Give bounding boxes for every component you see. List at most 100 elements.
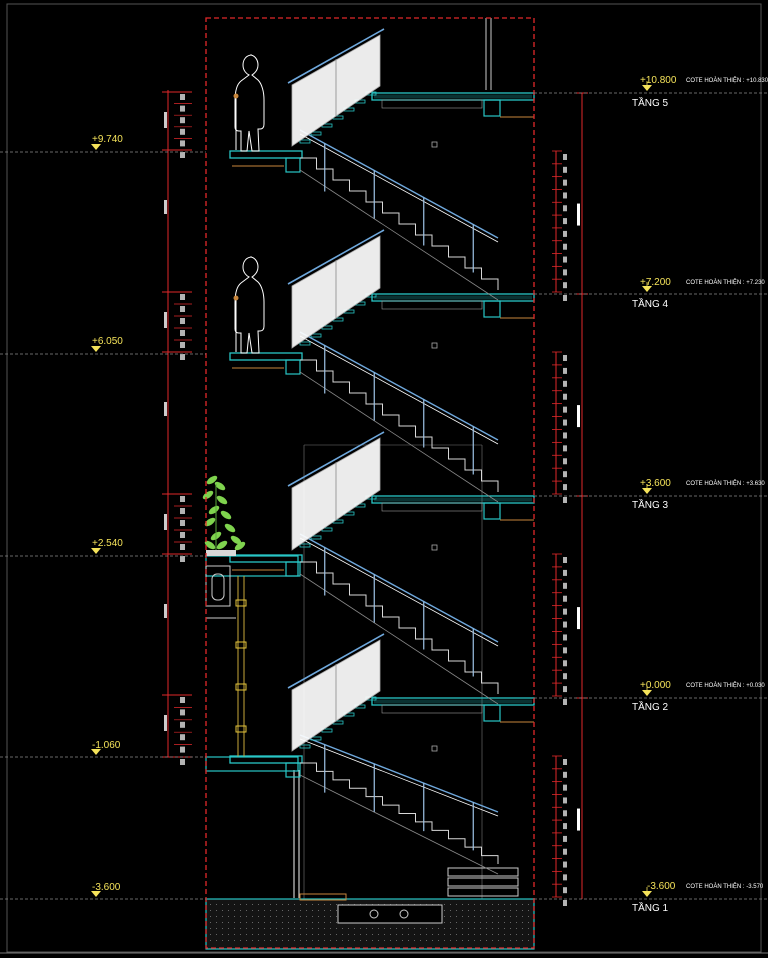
ground-hatch-dot	[360, 940, 361, 941]
ground-hatch-dot	[474, 922, 475, 923]
ground-hatch-dot	[462, 916, 463, 917]
ground-hatch-dot	[474, 910, 475, 911]
ground-hatch-dot	[480, 910, 481, 911]
riser-dim-text	[180, 152, 185, 158]
ground-hatch-dot	[504, 916, 505, 917]
riser-dim-text	[563, 810, 567, 817]
riser-dim-text	[180, 294, 185, 300]
left-level-elevation: +9.740	[92, 134, 123, 145]
landing-slab	[229, 352, 303, 361]
ground-hatch-dot	[216, 904, 217, 905]
opening-marker	[431, 342, 438, 349]
plant-leaf	[224, 523, 236, 533]
ground-hatch-dot	[312, 910, 313, 911]
plant-leaf	[208, 505, 220, 515]
ground-hatch-dot	[234, 916, 235, 917]
ground-hatch-dot	[450, 904, 451, 905]
ground-hatch-dot	[282, 922, 283, 923]
right-level-2: +7.200 COTE HOÀN THIỆN : +7.230 TẦNG 4	[632, 277, 765, 310]
ground-hatch-dot	[390, 928, 391, 929]
ground-hatch-dot	[246, 910, 247, 911]
ground-hatch-dot	[270, 928, 271, 929]
ground-hatch-dot	[216, 916, 217, 917]
ground-hatch-dot	[480, 922, 481, 923]
left-level-elevation: -1.060	[92, 740, 121, 751]
ground-hatch-dot	[372, 928, 373, 929]
ground-hatch-dot	[498, 934, 499, 935]
ground-hatch-dot	[312, 904, 313, 905]
ground-hatch-dot	[246, 940, 247, 941]
ground-hatch-dot	[222, 922, 223, 923]
ground-hatch-dot	[276, 940, 277, 941]
riser-dim-text	[563, 458, 567, 465]
ground-hatch-dot	[222, 904, 223, 905]
riser-dim-text	[563, 406, 567, 413]
ground-hatch-dot	[492, 940, 493, 941]
ground-hatch-dot	[324, 922, 325, 923]
ground-hatch-dot	[312, 916, 313, 917]
riser-dim-text	[563, 673, 567, 680]
ground-hatch-dot	[432, 934, 433, 935]
riser-dim-text	[563, 166, 567, 173]
drain-icon	[369, 909, 379, 919]
riser-dim-text	[563, 367, 567, 374]
ground-hatch-dot	[324, 940, 325, 941]
ground-hatch-dot	[474, 928, 475, 929]
ground-hatch-dot	[330, 940, 331, 941]
ground-hatch-dot	[474, 934, 475, 935]
dimension-label-block	[164, 715, 167, 731]
ground-hatch-dot	[312, 934, 313, 935]
ground-hatch-dot	[402, 928, 403, 929]
door-hinge	[235, 725, 247, 733]
ground-hatch-dot	[516, 928, 517, 929]
ground-hatch-dot	[240, 910, 241, 911]
ground-hatch-dot	[240, 904, 241, 905]
ground-hatch-dot	[462, 940, 463, 941]
riser-dim-text	[563, 874, 567, 881]
ground-hatch-dot	[210, 922, 211, 923]
glass-balustrade-rail	[287, 633, 385, 689]
ground-hatch-dot	[348, 934, 349, 935]
right-level-floor-name: TẦNG 2	[632, 700, 669, 713]
ground-hatch-dot	[264, 928, 265, 929]
riser-dim-text	[563, 295, 567, 301]
ground-hatch-dot	[516, 916, 517, 917]
upper-flight-tread	[299, 744, 311, 749]
stair-steps	[300, 157, 499, 290]
right-level-elevation: +0.000	[640, 680, 671, 691]
stair-flight-down	[299, 762, 499, 875]
plant-leaf	[234, 541, 246, 551]
base-step	[447, 877, 519, 887]
ground-hatch-dot	[414, 928, 415, 929]
ground-hatch-dot	[528, 934, 529, 935]
ground-hatch-dot	[210, 934, 211, 935]
ground-hatch-dot	[528, 940, 529, 941]
upper-flight-tread	[299, 341, 311, 346]
riser-dim-text	[180, 508, 185, 514]
stair-railing-handrail	[299, 331, 499, 441]
ground-hatch-dot	[300, 922, 301, 923]
ground-hatch-dot	[234, 928, 235, 929]
riser-dim-text	[180, 746, 185, 753]
ground-hatch-dot	[318, 910, 319, 911]
landing-slab	[229, 755, 303, 764]
right-level-cote: COTE HOÀN THIỆN : +3.630	[686, 479, 765, 487]
plant-leaf	[216, 540, 228, 550]
right-level-cote: COTE HOÀN THIỆN : +0.030	[686, 681, 765, 689]
ground-hatch-dot	[336, 928, 337, 929]
riser-dim-text	[563, 282, 567, 289]
riser-dim-text	[180, 128, 185, 135]
ground-hatch-dot	[468, 940, 469, 941]
riser-dim-text	[180, 496, 185, 502]
planter-with-plant	[202, 475, 246, 556]
dimension-label-block	[164, 200, 167, 214]
floor-beam	[483, 704, 501, 722]
ground-hatch-dot	[354, 934, 355, 935]
stair-railing-handrail-edge	[299, 133, 499, 243]
ground-hatch-dot	[288, 928, 289, 929]
ground-hatch-dot	[264, 904, 265, 905]
dimension-label-block	[577, 203, 580, 226]
upper-flight-tread	[299, 543, 311, 548]
riser-dim-text	[563, 380, 567, 387]
riser-dim-text	[563, 582, 567, 589]
